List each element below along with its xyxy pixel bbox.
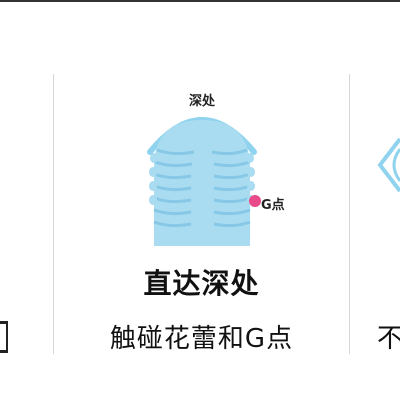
product-body <box>154 120 250 246</box>
cut-off-left-icon <box>0 315 8 355</box>
top-border <box>0 0 400 2</box>
feature-card: 深处 G点 直达深处 触碰花蕾和G点 <box>54 0 349 400</box>
feature-subtitle: 触碰花蕾和G点 <box>109 324 294 354</box>
product-illustration <box>147 117 261 246</box>
left-divider <box>53 74 54 354</box>
cut-off-right-icon <box>377 137 400 193</box>
cut-off-right-text: 不 <box>377 324 400 354</box>
feature-title: 直达深处 <box>143 267 260 300</box>
right-divider <box>349 74 350 354</box>
g-spot-dot <box>249 195 261 207</box>
depth-label: 深处 <box>188 94 215 109</box>
g-spot-label: G点 <box>261 198 285 213</box>
